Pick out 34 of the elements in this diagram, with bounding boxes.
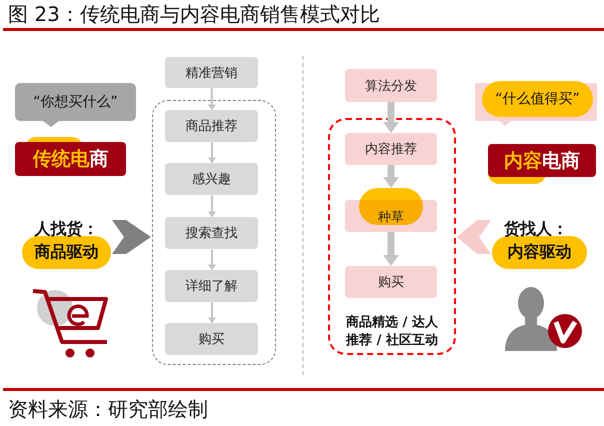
process-box: 购买 [345,266,437,298]
arrow [208,250,216,270]
process-box: 内容推荐 [345,133,437,165]
pill-label [22,220,111,269]
process-box: 购买 [165,323,258,355]
arrow [383,102,399,133]
category-box: 传统电商 [15,142,126,176]
process-box: 详细了解 [165,270,258,302]
speech-bubble: “什么值得买” [475,81,597,126]
pill-text: 商品驱动 [34,243,100,261]
dashed-group-box [152,100,276,365]
arrow [208,88,216,110]
chevron-arrow [457,220,491,254]
pill-heading: 货找人： [504,220,568,237]
speech-bubble: “你想买什么” [15,83,136,127]
process-box: 搜索查找 [165,217,258,249]
pill-label [492,220,587,269]
arrow [208,196,216,218]
category-box: 内容电商 [488,144,596,177]
arrow [383,232,399,266]
pill-heading: 人找货： [33,220,100,237]
pill-text: 内容驱动 [506,243,572,261]
arrow [208,142,216,164]
process-box: 算法分发 [345,69,437,102]
process-box: 感兴趣 [165,163,258,195]
arrow [383,165,399,188]
process-box: 精准营销 [165,57,258,88]
arrow [208,302,216,324]
chevron-arrow [112,220,151,254]
note-text: 商品精选 / 达人推荐 / 社区互动 [344,314,439,350]
figure-title: 图 23：传统电商与内容电商销售模式对比 [8,2,380,26]
source-note: 资料来源：研究部绘制 [8,397,208,421]
dashed-group-box [328,118,456,355]
process-box: 商品推荐 [165,110,258,142]
